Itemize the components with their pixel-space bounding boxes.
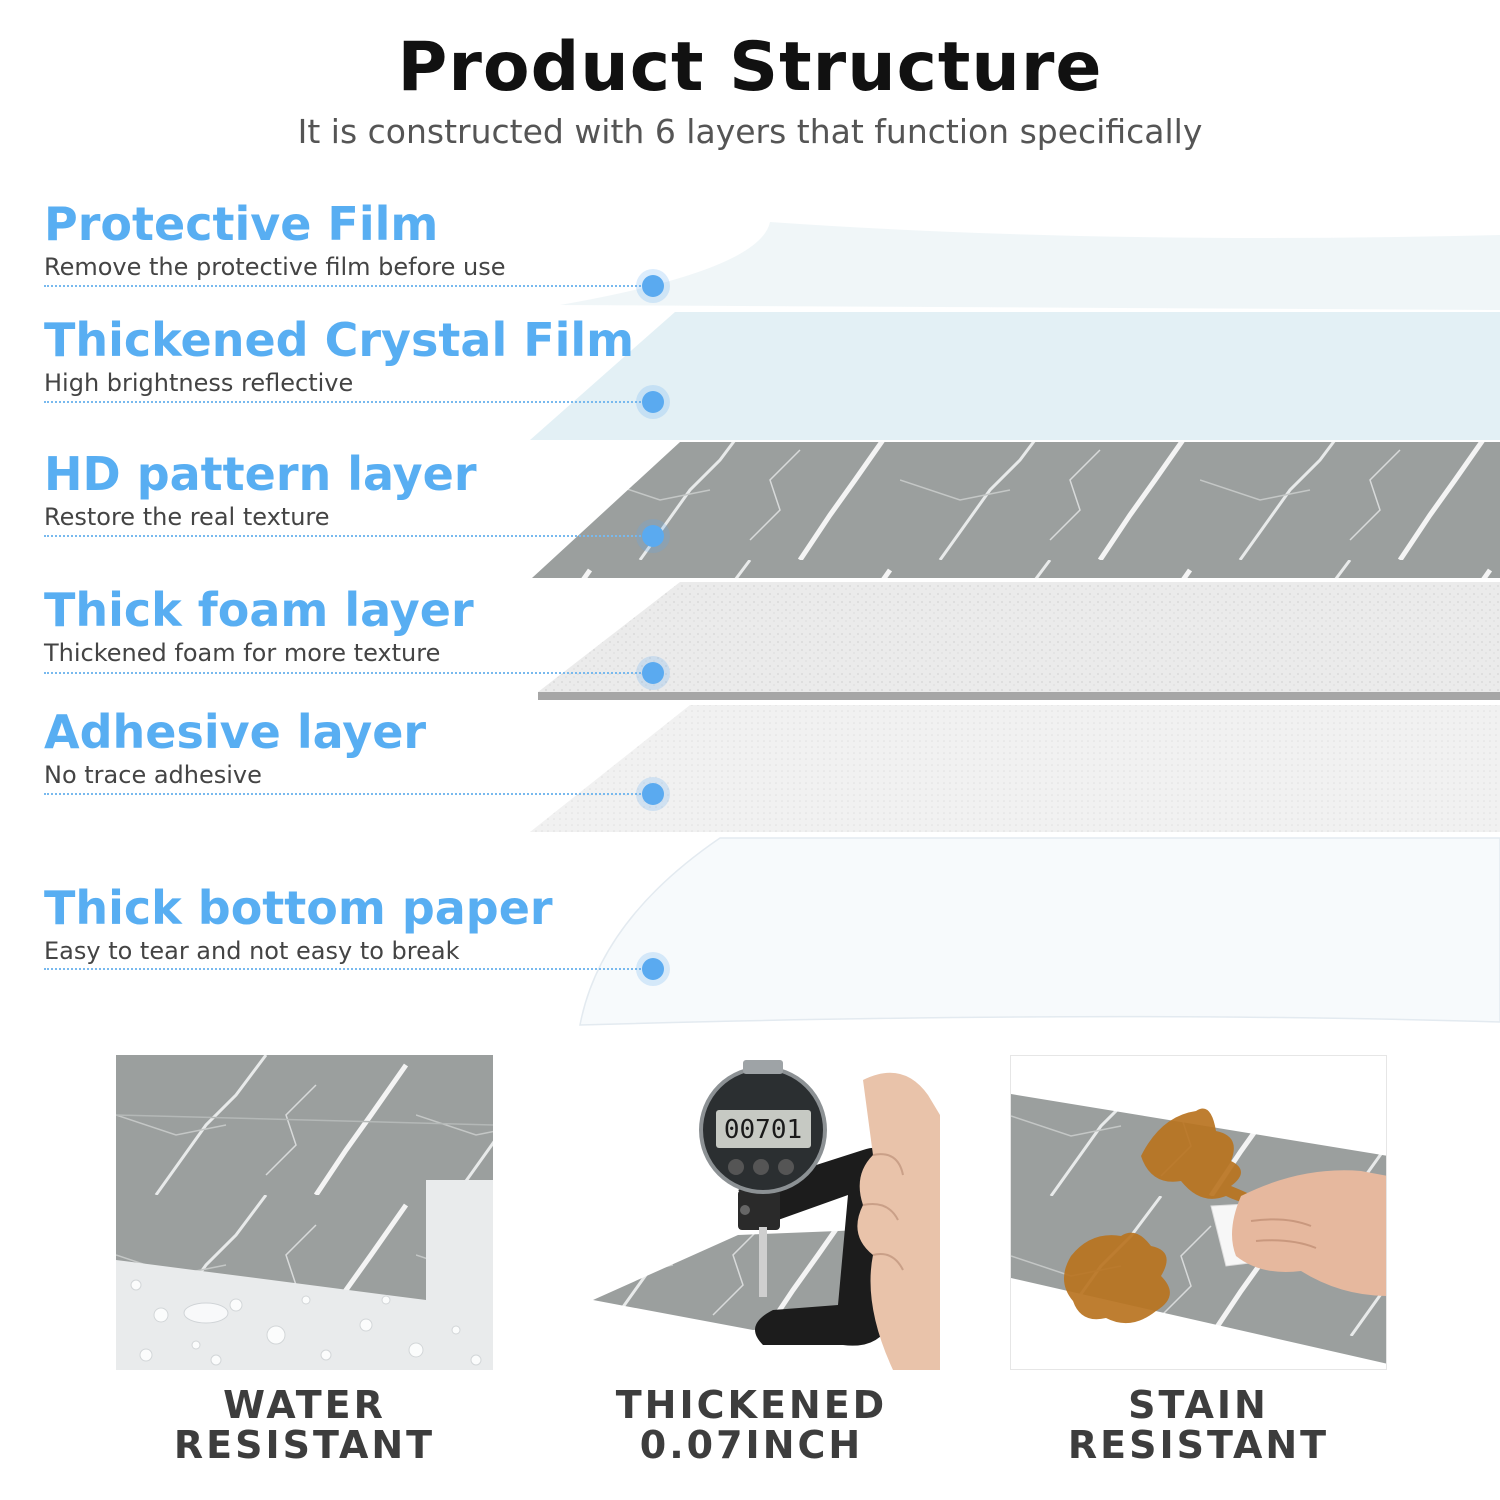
water-resistant-photo xyxy=(116,1055,493,1370)
layer-name: Thickened Crystal Film xyxy=(44,313,635,367)
layer-desc: Remove the protective film before use xyxy=(44,253,506,281)
layer-protective-film: Protective Film Remove the protective fi… xyxy=(44,196,505,282)
layer-name: Thick bottom paper xyxy=(44,881,553,935)
layer-desc: Restore the real texture xyxy=(44,503,330,531)
layer-bottom-paper: Thick bottom paper Easy to tear and not … xyxy=(44,880,553,966)
water-resistant-caption: WATER RESISTANT xyxy=(116,1385,493,1465)
protective-film-sheet xyxy=(560,222,1500,310)
layer-desc: Thickened foam for more texture xyxy=(44,639,441,667)
layer-desc: High brightness reflective xyxy=(44,369,354,397)
crystal-film-sheet xyxy=(530,312,1500,440)
leader-line xyxy=(44,968,652,970)
caption-line: STAIN xyxy=(1128,1383,1269,1427)
layer-name: HD pattern layer xyxy=(44,447,477,501)
caption-line: RESISTANT xyxy=(1067,1423,1330,1467)
thickness-gauge-photo: 00701 xyxy=(563,1055,940,1370)
layer-thick-foam: Thick foam layer Thickened foam for more… xyxy=(44,582,474,668)
marker-dot xyxy=(642,391,664,413)
foam-sheet xyxy=(538,582,1500,692)
layer-name: Protective Film xyxy=(44,197,439,251)
marker-dot xyxy=(642,783,664,805)
layer-hd-pattern: HD pattern layer Restore the real textur… xyxy=(44,446,477,532)
page-title: Product Structure xyxy=(397,28,1103,107)
marker-dot xyxy=(642,525,664,547)
leader-line xyxy=(44,535,652,537)
marker-dot xyxy=(642,275,664,297)
gauge-readout: 00701 xyxy=(724,1115,802,1145)
caption-line: THICKENED 0.07INCH xyxy=(615,1383,888,1467)
leader-line xyxy=(44,401,652,403)
stain-resistant-caption: STAIN RESISTANT xyxy=(1010,1385,1387,1465)
leader-line xyxy=(44,672,652,674)
layer-crystal-film: Thickened Crystal Film High brightness r… xyxy=(44,312,634,398)
layer-adhesive: Adhesive layer No trace adhesive xyxy=(44,704,426,790)
stain-resistant-photo xyxy=(1010,1055,1387,1370)
marker-dot xyxy=(642,662,664,684)
layer-stack-illustration xyxy=(530,222,1500,1026)
adhesive-sheet xyxy=(530,705,1500,832)
leader-line xyxy=(44,285,652,287)
caption-line: WATER xyxy=(223,1383,386,1427)
layer-name: Thick foam layer xyxy=(44,583,474,637)
marble-pattern-sheet xyxy=(532,442,1500,578)
layer-name: Adhesive layer xyxy=(44,705,427,759)
marker-dot xyxy=(642,958,664,980)
leader-line xyxy=(44,793,652,795)
thickness-caption: THICKENED 0.07INCH xyxy=(523,1385,980,1465)
bottom-paper-sheet xyxy=(579,837,1500,1026)
caption-line: RESISTANT xyxy=(173,1423,436,1467)
page-subtitle: It is constructed with 6 layers that fun… xyxy=(297,112,1203,151)
layer-desc: No trace adhesive xyxy=(44,761,262,789)
layer-desc: Easy to tear and not easy to break xyxy=(44,937,460,965)
